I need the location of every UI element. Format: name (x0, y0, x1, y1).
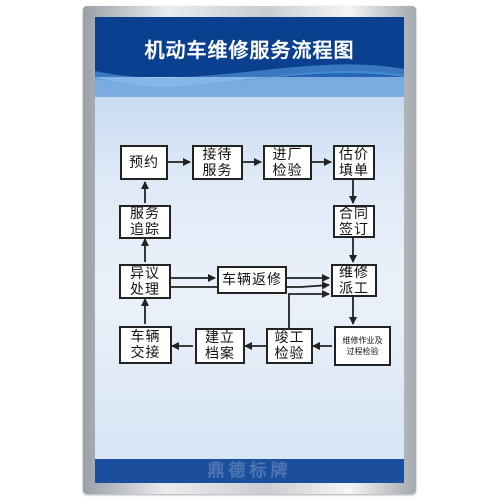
node-completion: 竣工 检验 (266, 328, 313, 364)
title-banner (95, 17, 404, 97)
poster-panel: 机动车维修服务流程图 (95, 17, 404, 483)
node-contract: 合同 签订 (333, 205, 375, 238)
node-objection: 异议 处理 (119, 264, 171, 299)
node-estimate: 估价 填单 (333, 145, 375, 180)
arrow-objection-dispatch (171, 281, 330, 290)
page-title: 机动车维修服务流程图 (144, 38, 355, 62)
node-intake: 进厂 检验 (263, 145, 312, 180)
node-followup: 服务 追踪 (119, 205, 171, 239)
node-reception: 接待 服务 (192, 145, 243, 180)
arrow-completion-dispatch (288, 290, 330, 328)
node-process-check: 维修作业及 过程检验 (334, 326, 391, 366)
node-rework: 车辆返修 (217, 266, 287, 294)
node-handover: 车辆 交接 (119, 326, 172, 364)
node-appointment: 预约 (120, 145, 168, 180)
flow-arrows (141, 158, 357, 350)
watermark: 鼎德标牌 (207, 461, 292, 481)
node-dispatch: 维修 派工 (331, 264, 377, 297)
footer-band (95, 459, 404, 483)
node-archive: 建立 档案 (195, 328, 245, 364)
